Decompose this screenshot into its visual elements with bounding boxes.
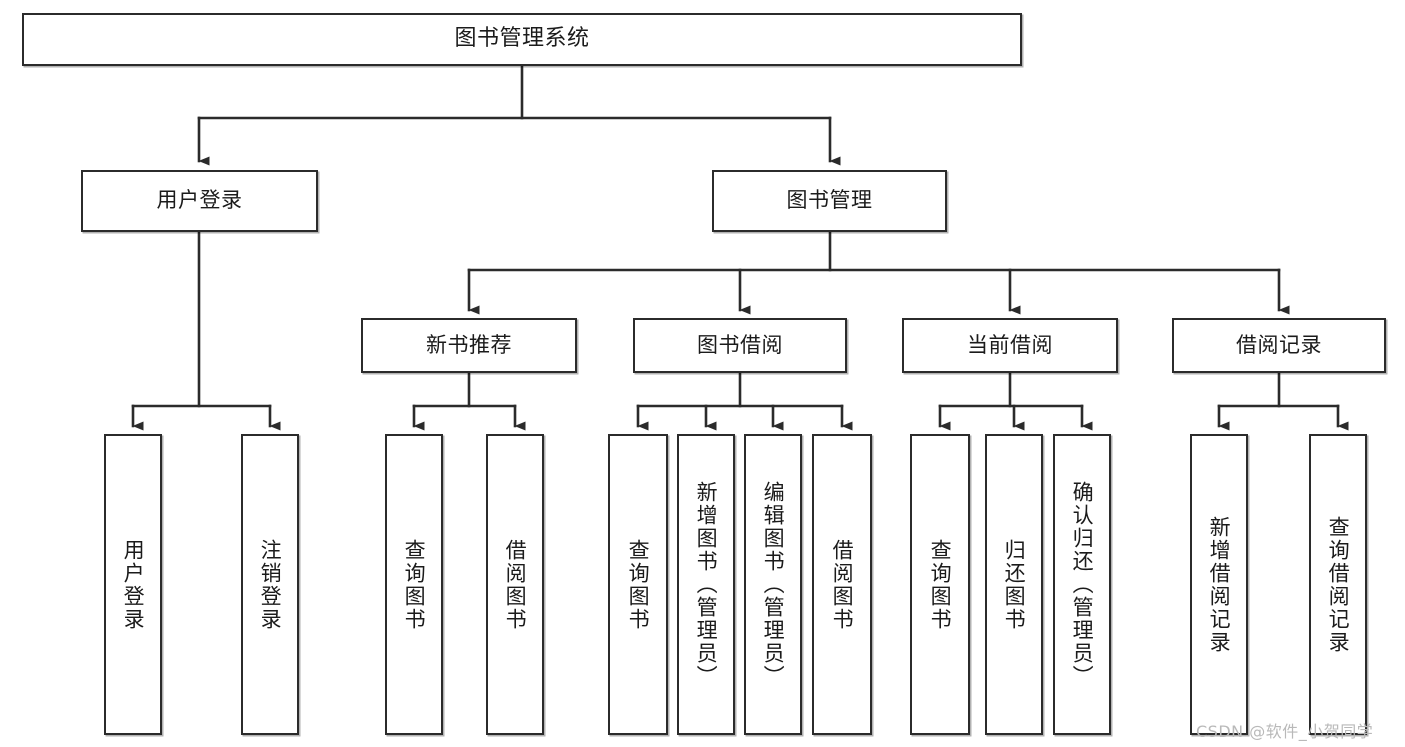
node-leaf-add-record-label: 新增借阅记录 (1207, 515, 1232, 654)
node-leaf-add-book-label: 新增图书（管理员） (694, 481, 719, 688)
node-leaf-query-book-1[interactable]: 查询图书 (385, 434, 443, 735)
node-leaf-query-book-3[interactable]: 查询图书 (910, 434, 970, 735)
node-leaf-edit-book[interactable]: 编辑图书（管理员） (744, 434, 802, 735)
node-leaf-user-login-label: 用户登录 (121, 538, 146, 631)
node-root-label: 图书管理系统 (454, 26, 590, 52)
node-leaf-add-record[interactable]: 新增借阅记录 (1190, 434, 1248, 735)
node-leaf-return-book-label: 归还图书 (1002, 538, 1027, 631)
node-leaf-logout[interactable]: 注销登录 (241, 434, 299, 735)
node-leaf-logout-label: 注销登录 (258, 538, 283, 631)
node-user-login-label: 用户登录 (156, 188, 243, 213)
node-user-login[interactable]: 用户登录 (81, 170, 318, 232)
node-leaf-query-book-2-label: 查询图书 (626, 538, 651, 631)
node-borrow-record-label: 借阅记录 (1236, 332, 1322, 357)
node-borrow-record[interactable]: 借阅记录 (1172, 318, 1386, 373)
node-book-borrow[interactable]: 图书借阅 (633, 318, 847, 373)
node-book-borrow-label: 图书借阅 (697, 332, 783, 357)
node-leaf-query-book-3-label: 查询图书 (928, 538, 953, 631)
node-current-borrow-label: 当前借阅 (967, 332, 1053, 357)
node-leaf-query-book-2[interactable]: 查询图书 (608, 434, 668, 735)
watermark-text: CSDN @软件_小贺同学 (1196, 722, 1374, 741)
node-leaf-borrow-book-1[interactable]: 借阅图书 (486, 434, 544, 735)
node-current-borrow[interactable]: 当前借阅 (902, 318, 1118, 373)
node-leaf-user-login[interactable]: 用户登录 (104, 434, 162, 735)
node-leaf-edit-book-label: 编辑图书（管理员） (761, 481, 786, 688)
node-leaf-query-record[interactable]: 查询借阅记录 (1309, 434, 1367, 735)
node-leaf-confirm-return-label: 确认归还（管理员） (1070, 481, 1095, 688)
node-leaf-query-book-1-label: 查询图书 (402, 538, 427, 631)
node-leaf-borrow-book-2-label: 借阅图书 (830, 538, 855, 631)
node-book-manage-label: 图书管理 (786, 188, 873, 213)
node-leaf-borrow-book-1-label: 借阅图书 (503, 538, 528, 631)
node-root[interactable]: 图书管理系统 (22, 13, 1022, 66)
node-leaf-confirm-return[interactable]: 确认归还（管理员） (1053, 434, 1111, 735)
node-new-book-rec[interactable]: 新书推荐 (361, 318, 577, 373)
node-leaf-query-record-label: 查询借阅记录 (1326, 515, 1351, 654)
node-leaf-return-book[interactable]: 归还图书 (985, 434, 1043, 735)
node-leaf-borrow-book-2[interactable]: 借阅图书 (812, 434, 872, 735)
node-leaf-add-book[interactable]: 新增图书（管理员） (677, 434, 735, 735)
node-new-book-rec-label: 新书推荐 (426, 332, 512, 357)
node-book-manage[interactable]: 图书管理 (712, 170, 947, 232)
